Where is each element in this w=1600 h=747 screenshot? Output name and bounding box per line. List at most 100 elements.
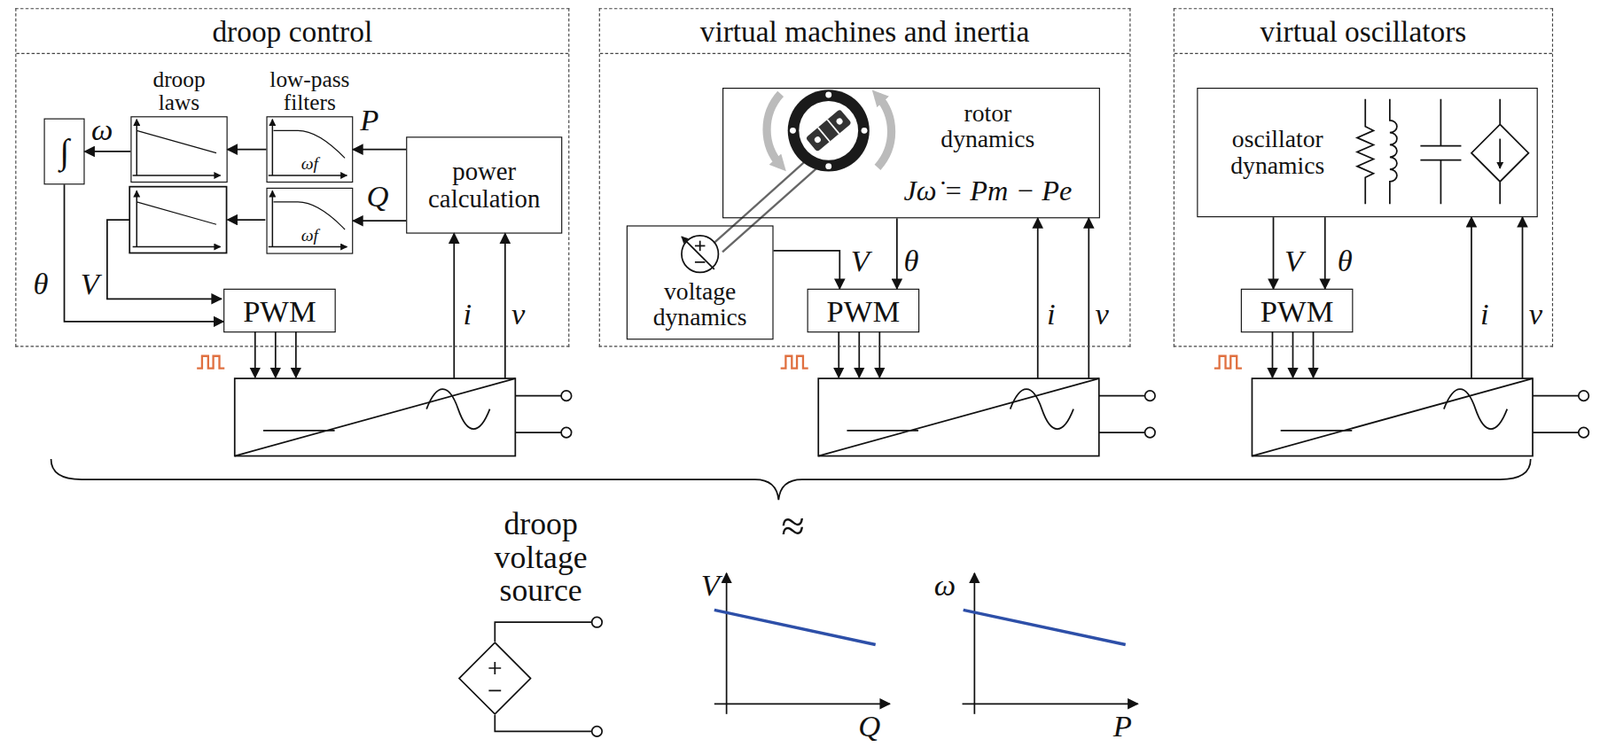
filter-icon (268, 190, 348, 247)
signal-label: Q (856, 710, 883, 742)
line-part (962, 702, 1139, 705)
circle-part (825, 92, 832, 99)
signal-arrow (1272, 217, 1275, 289)
signal-label: θ (31, 268, 51, 300)
path-part (766, 93, 781, 166)
block-box: PWM (223, 288, 336, 333)
diamond-outline (458, 641, 532, 716)
signal-label: V (698, 569, 722, 601)
block-box: rotor dynamicsJω̇ = Pm − Pe (722, 87, 1101, 219)
droop-law-box (129, 187, 227, 254)
signal-arrow (896, 218, 898, 289)
block-box: ωf (265, 187, 353, 255)
droop-law-icon (132, 119, 221, 176)
line-part (725, 573, 728, 715)
circle-part (798, 101, 859, 161)
block-text: rotor dynamics (916, 101, 1060, 153)
source-diamond: droop voltage source (453, 507, 628, 725)
signal-label: v (509, 298, 528, 330)
block-box: PWM (807, 288, 921, 333)
signal-arrow (352, 219, 406, 222)
signal-arrow (773, 250, 841, 289)
block-box: droop laws (130, 116, 227, 183)
signal-label: P (1110, 710, 1134, 742)
path-part (459, 642, 531, 715)
voltage-wire (107, 219, 222, 299)
block-text: Jω̇ = Pm − Pe (903, 175, 1072, 206)
signal-label: ≈ (779, 505, 807, 548)
line-part (699, 241, 702, 252)
signal-label: V (849, 245, 873, 277)
capacitor-symbol (1420, 99, 1461, 205)
block-text: ωf (298, 155, 320, 173)
line-part (1521, 217, 1524, 379)
control-panel: virtual machines and inertia rotor dynami… (599, 7, 1132, 347)
signal-label: i (1045, 298, 1058, 330)
line-part (714, 702, 890, 705)
line-part (973, 573, 976, 715)
line-part (963, 609, 1126, 645)
line-part (722, 163, 823, 252)
block-box: PWM (1240, 288, 1354, 333)
inverter-symbol (1214, 331, 1589, 456)
block-box: low-pass filtersωf (265, 116, 353, 183)
circle-part (825, 163, 832, 170)
droop-graphs (714, 573, 1139, 715)
block-text: ωf (298, 226, 320, 245)
line-part (681, 236, 715, 270)
signal-label: θ (1334, 245, 1355, 277)
line-part (1037, 218, 1039, 379)
inverter-symbol (780, 331, 1156, 456)
signal-arrow (85, 150, 132, 153)
line-part (818, 127, 830, 142)
signal-arrow (1324, 217, 1327, 289)
block-text: low-pass filters (267, 67, 353, 115)
control-panel: virtual oscillators oscillator dynamicsPW… (1173, 7, 1554, 347)
signal-label: v (1527, 298, 1546, 330)
signal-label: Q (364, 180, 391, 212)
circle-part (835, 117, 844, 126)
line-part (1498, 139, 1501, 169)
filter-icon (268, 119, 348, 176)
block-box: ∫ (43, 118, 85, 186)
line-part (1087, 218, 1090, 379)
line-part (504, 234, 507, 379)
signal-label: θ (901, 245, 921, 277)
signal-label: V (78, 268, 102, 300)
line-part (452, 234, 455, 379)
signal-label: i (460, 298, 474, 330)
block-text: PWM (1260, 294, 1335, 327)
inverter-symbol (196, 331, 571, 456)
panel-heading: virtual oscillators (1174, 8, 1553, 55)
signal-wire (227, 218, 266, 221)
block-box: voltage dynamics (626, 225, 774, 340)
block-box: power calculation (405, 136, 562, 234)
circle-part (592, 726, 603, 738)
measurement-wires (453, 217, 1522, 379)
block-text: PWM (242, 294, 317, 327)
block-box: oscillator dynamics (1196, 87, 1538, 218)
circle-part (789, 127, 797, 134)
path-part (494, 715, 592, 732)
path-part (494, 622, 592, 642)
circle-part (592, 616, 603, 628)
circle-part (788, 89, 870, 172)
signal-label: P (358, 105, 382, 137)
oscillator-symbols (1357, 99, 1529, 205)
block-text: power calculation (406, 158, 562, 212)
signal-label: ω (89, 114, 116, 146)
signal-arrow (227, 148, 267, 151)
droop-law-icon (132, 190, 221, 247)
rect-part (805, 109, 852, 152)
rotor-illustration (714, 89, 892, 252)
signal-arrow (352, 148, 406, 151)
line-part (827, 119, 839, 134)
panel-heading: virtual machines and inertia (600, 8, 1130, 55)
circle-part (681, 235, 719, 273)
line-part (714, 155, 813, 243)
signal-arrow (64, 184, 225, 322)
circle-part (861, 127, 868, 134)
